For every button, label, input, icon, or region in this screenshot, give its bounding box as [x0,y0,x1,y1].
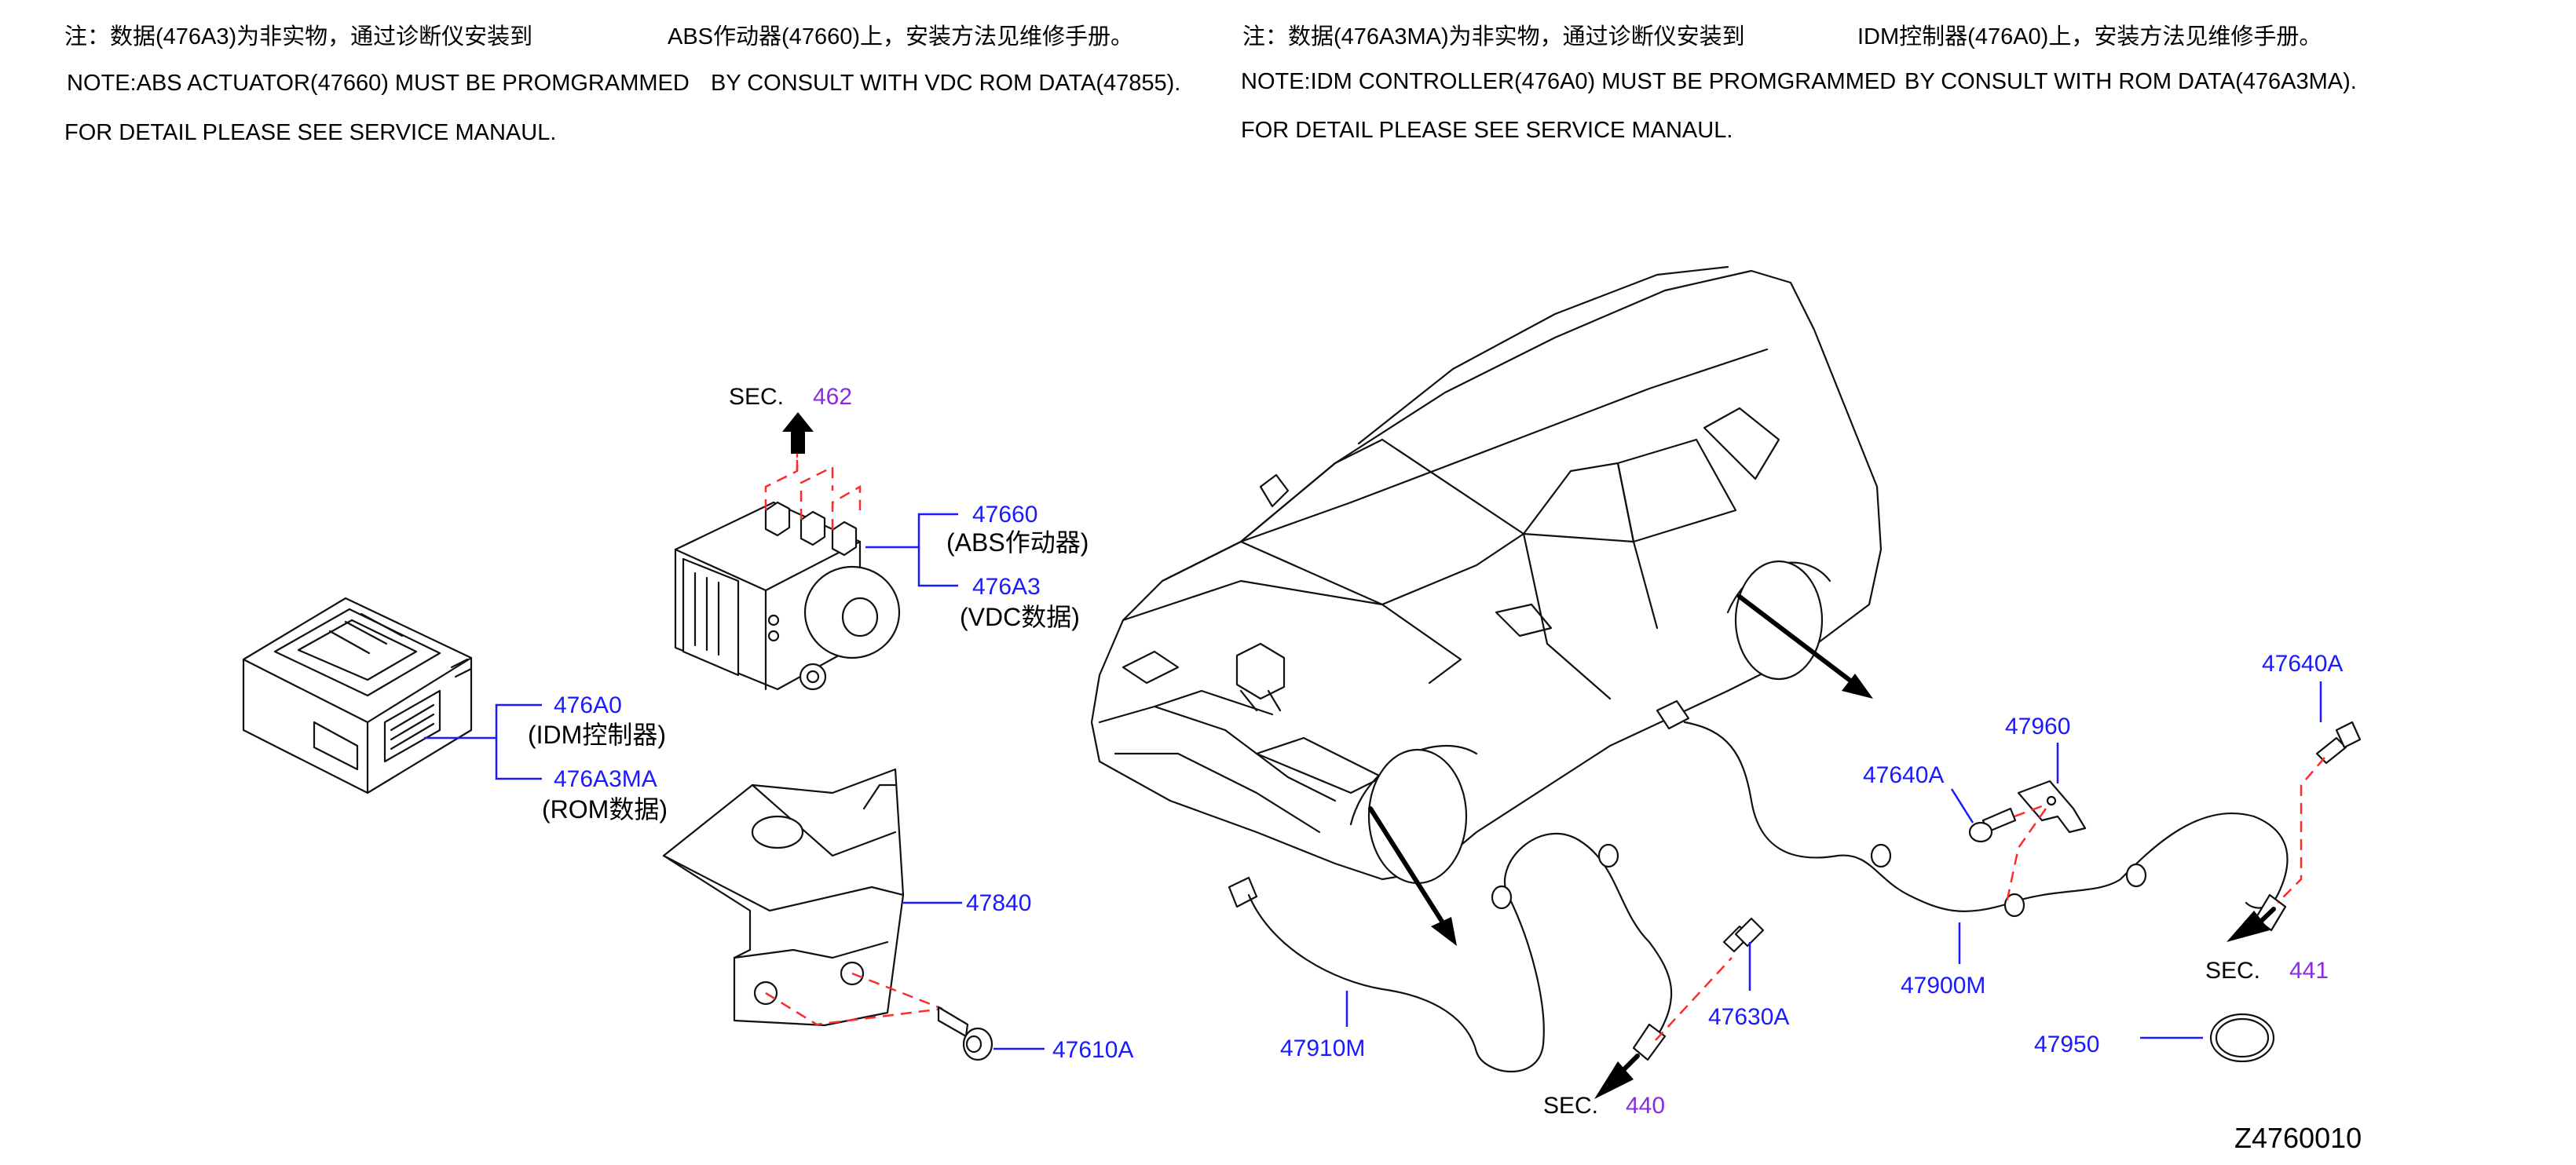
note-left-en-line1: NOTE:ABS ACTUATOR(47660) MUST BE PROMGRA… [67,71,690,96]
callout-47960[interactable]: 47960 [2005,714,2070,740]
sec-440-link[interactable]: 440 [1626,1093,1665,1119]
abs-actuator-drawing[interactable] [674,501,901,691]
note-left: 注：数据(476A3)为非实物，通过诊断仪安装到 ABS作动器(47660)上，… [64,24,1180,145]
callout-476A3MA-desc: (ROM数据) [542,795,668,824]
note-right-en-line2: BY CONSULT WITH ROM DATA(476A3MA). [1905,69,2357,94]
callout-476A0-desc: (IDM控制器) [528,721,666,749]
bracket-bolt-phantom-2 [851,972,943,1010]
note-right-en-line3: FOR DETAIL PLEASE SEE SERVICE MANAUL. [1241,118,1733,143]
note-left-cn-line1: 注：数据(476A3)为非实物，通过诊断仪安装到 [64,24,532,49]
vehicle-drawing [1090,265,1883,885]
bolt-phantom-right [2277,757,2325,904]
sec-440-label: SEC. [1543,1093,1598,1119]
bolt-47610A-drawing[interactable] [937,1006,993,1061]
callout-476A3-desc: (VDC数据) [960,603,1080,631]
callout-476A3[interactable]: 476A3 [972,574,1041,600]
callout-47660-desc: (ABS作动器) [946,528,1089,557]
arrow-sec441-shaft [2252,907,2276,930]
callout-476A0[interactable]: 476A0 [554,692,622,718]
callouts: 47660 (ABS作动器) 476A3 (VDC数据) 476A0 (IDM控… [528,502,2343,1063]
arrow-sec462 [782,412,814,454]
note-right-cn-line2: IDM控制器(476A0)上，安装方法见维修手册。 [1857,24,2322,49]
bracket-47960-drawing[interactable] [2017,780,2087,834]
note-right: 注：数据(476A3MA)为非实物，通过诊断仪安装到 IDM控制器(476A0)… [1241,24,2357,143]
bolt-47640A-left-drawing[interactable] [1968,807,2017,843]
rear-wheel-sensor-47900M[interactable] [1656,699,2289,932]
bolt-phantom-left [2014,803,2047,818]
bolt-47630A-drawing[interactable] [1722,917,1765,953]
sec-462-label: SEC. [729,384,784,410]
callout-47950[interactable]: 47950 [2034,1032,2099,1057]
seal-ring-47950-drawing[interactable] [2209,1013,2275,1063]
diagram-code: Z4760010 [2234,1122,2362,1154]
sec-441-label: SEC. [2205,958,2260,984]
note-right-cn-line1: 注：数据(476A3MA)为非实物，通过诊断仪安装到 [1242,24,1745,49]
sec-441-link[interactable]: 441 [2289,958,2329,984]
bracket-drawing[interactable] [662,768,905,1027]
abs-phantom-lines [764,447,862,530]
callout-47660[interactable]: 47660 [972,502,1037,528]
bolt-47640A-right-drawing[interactable] [2315,721,2362,765]
arrow-sec441 [2227,911,2270,942]
sec-462-link[interactable]: 462 [813,384,852,410]
bracket-bolt-phantom [765,992,943,1026]
section-references: SEC. 462 SEC. 440 SEC. 441 [729,384,2329,1119]
callout-47640A-right[interactable]: 47640A [2262,651,2343,677]
note-left-en-line2: BY CONSULT WITH VDC ROM DATA(47855). [711,71,1180,96]
note-left-cn-line2: ABS作动器(47660)上，安装方法见维修手册。 [668,24,1133,49]
note-right-en-line1: NOTE:IDM CONTROLLER(476A0) MUST BE PROMG… [1241,69,1896,94]
callout-47900M[interactable]: 47900M [1901,973,1985,999]
sensor-phantom-front [1655,957,1733,1041]
callout-47630A[interactable]: 47630A [1708,1004,1789,1030]
bracket-phantom [2005,808,2047,904]
leader-lines [424,513,2322,1050]
callout-47840[interactable]: 47840 [966,890,1031,916]
callout-47610A[interactable]: 47610A [1052,1037,1133,1063]
callout-47910M[interactable]: 47910M [1280,1035,1365,1061]
callout-476A3MA[interactable]: 476A3MA [554,766,657,792]
note-left-en-line3: FOR DETAIL PLEASE SEE SERVICE MANAUL. [64,120,556,145]
vehicle-arrows [1368,594,1873,946]
arrow-sec440-shaft [1614,1054,1640,1079]
idm-controller-drawing[interactable] [242,597,473,794]
front-wheel-sensor-47910M[interactable] [1228,832,1673,1072]
callout-47640A-left[interactable]: 47640A [1863,762,1944,788]
